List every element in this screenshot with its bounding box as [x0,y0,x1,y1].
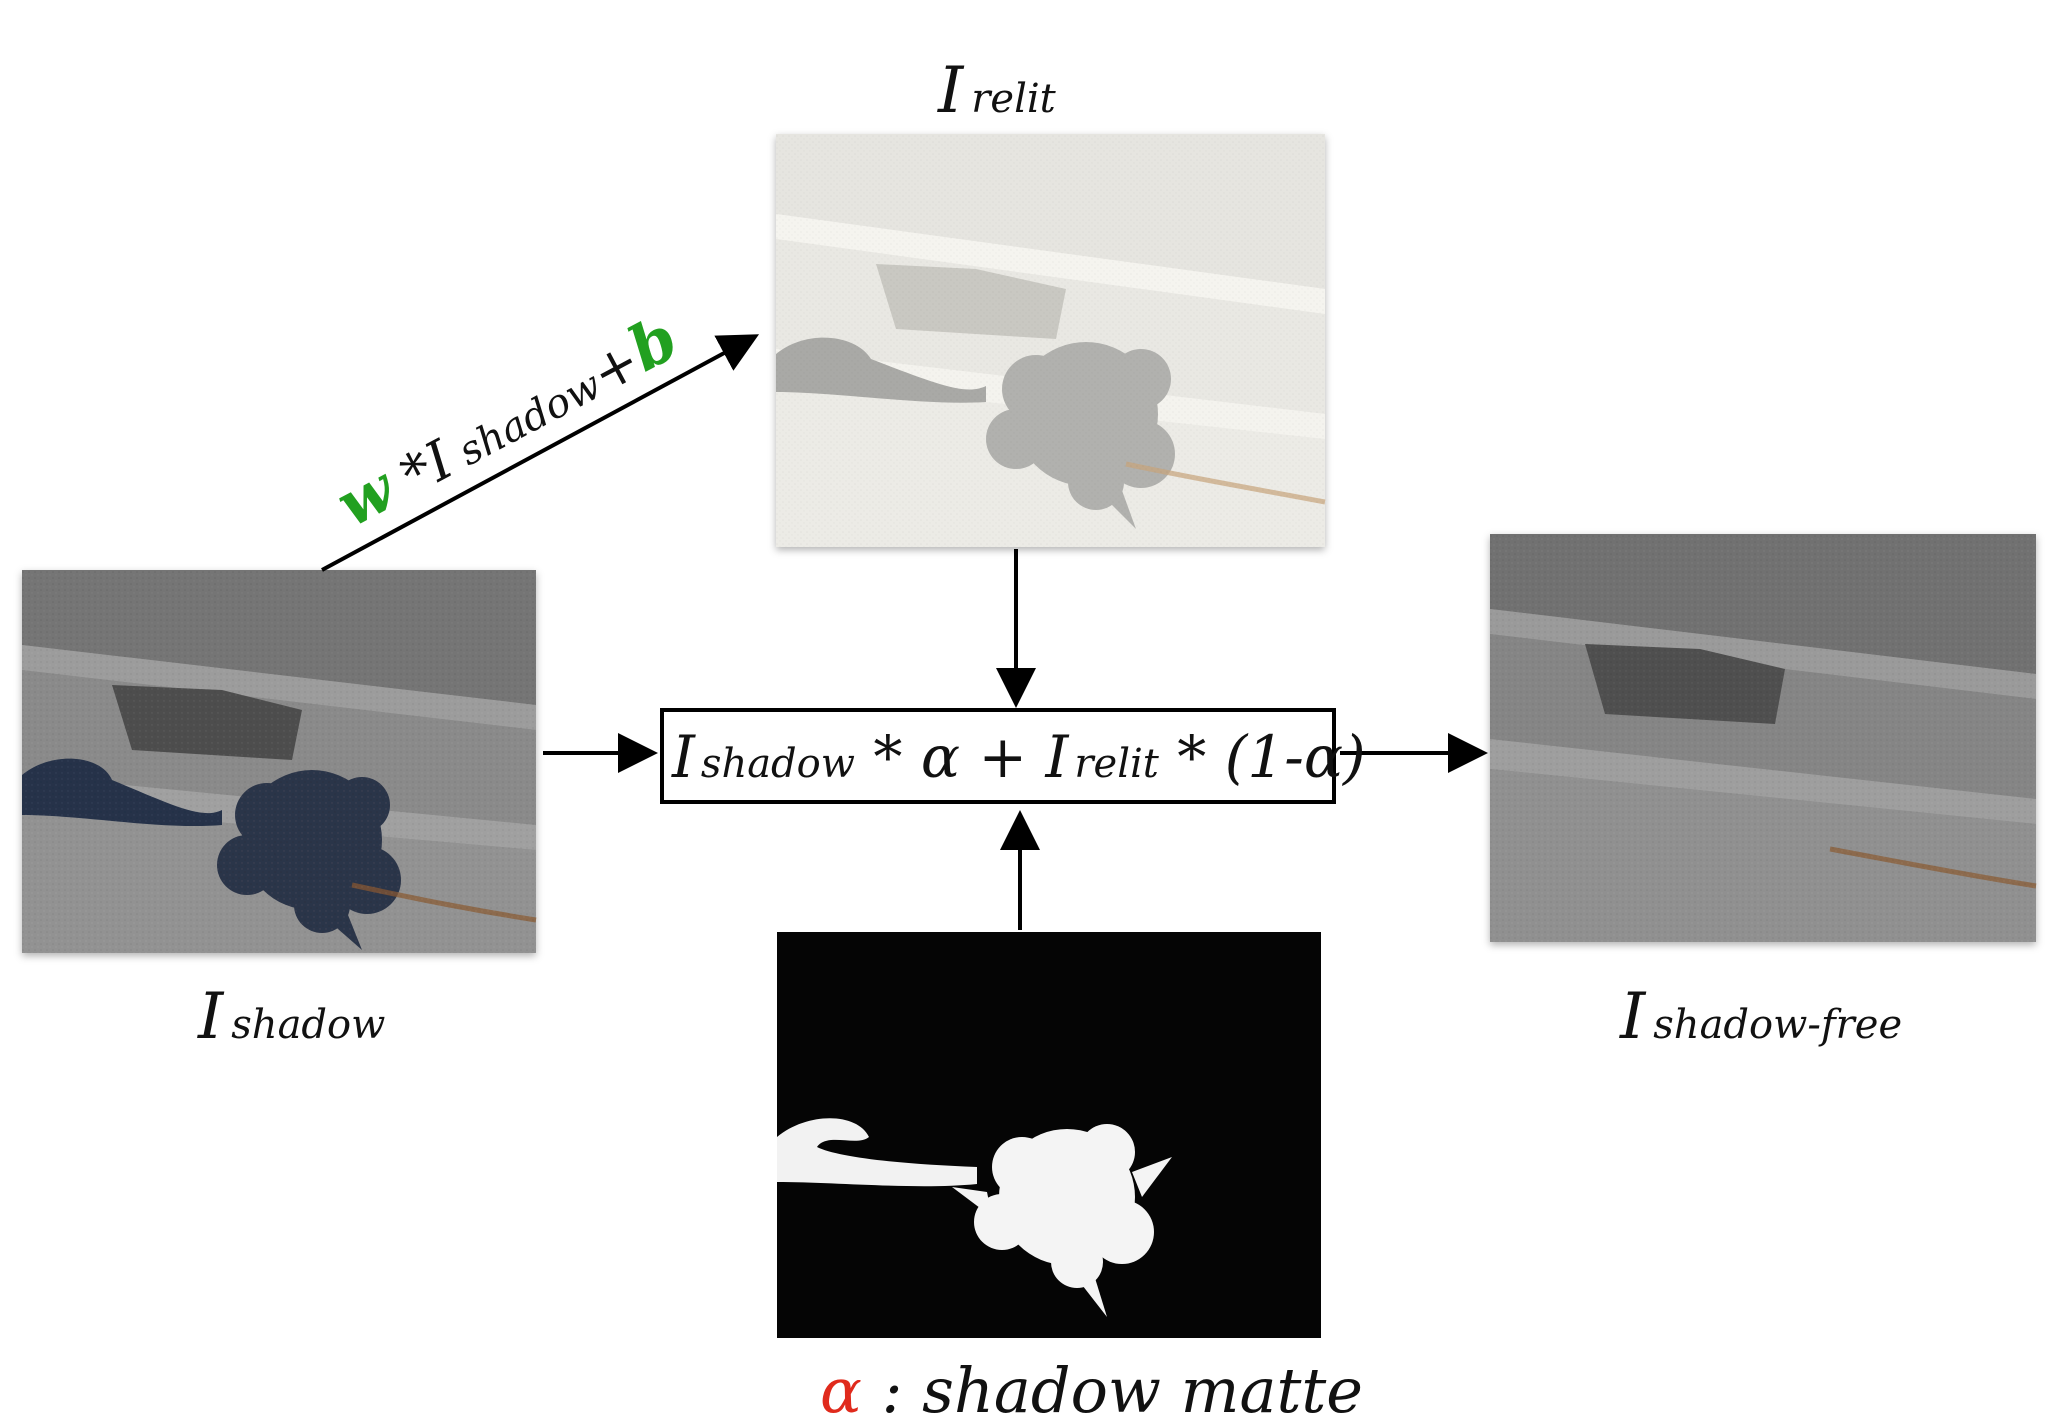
alpha-symbol: α [820,1354,862,1427]
relit-image [776,134,1326,547]
matte-image [777,932,1321,1338]
edge-label: w *I shadow+b [325,301,690,541]
matte-label: α : shadow matte [820,1354,1363,1427]
shadow-free-image [1490,534,2037,942]
arrow-shadow-to-relit [321,334,760,572]
shadow-image [22,570,537,953]
arrows [321,334,1488,930]
svg-text:w *I shadow+b: w *I shadow+b [325,301,690,541]
